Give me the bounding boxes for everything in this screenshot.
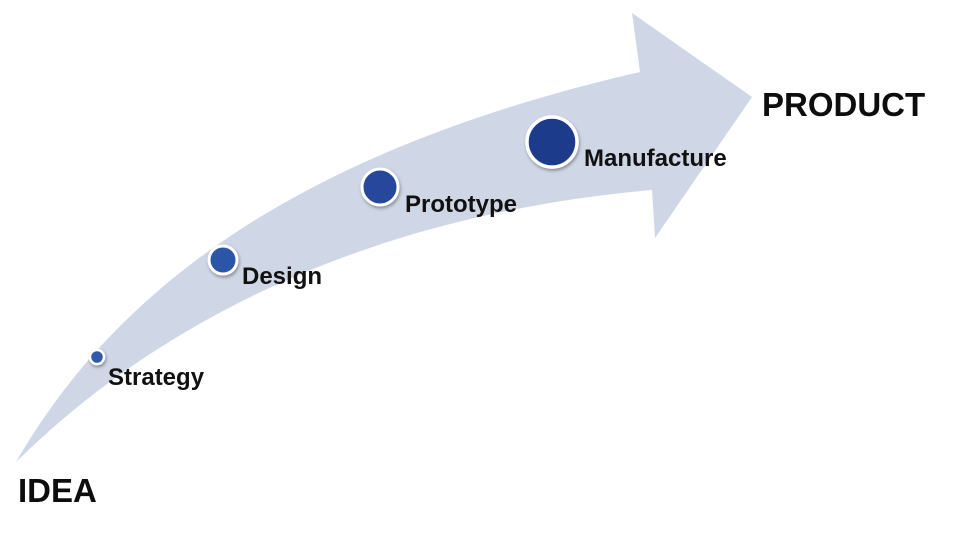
stage-dot-strategy xyxy=(88,348,106,366)
stage-dot-design xyxy=(207,244,239,276)
stage-label-manufacture: Manufacture xyxy=(584,145,727,172)
stage-dot-prototype xyxy=(360,167,400,207)
stage-label-design: Design xyxy=(242,263,322,290)
stage-label-strategy: Strategy xyxy=(108,364,205,391)
end-label: PRODUCT xyxy=(762,86,925,123)
curved-arrow xyxy=(16,13,752,462)
stage-label-prototype: Prototype xyxy=(405,191,517,218)
start-label: IDEA xyxy=(18,472,97,509)
stage-dot-manufacture xyxy=(525,115,579,169)
